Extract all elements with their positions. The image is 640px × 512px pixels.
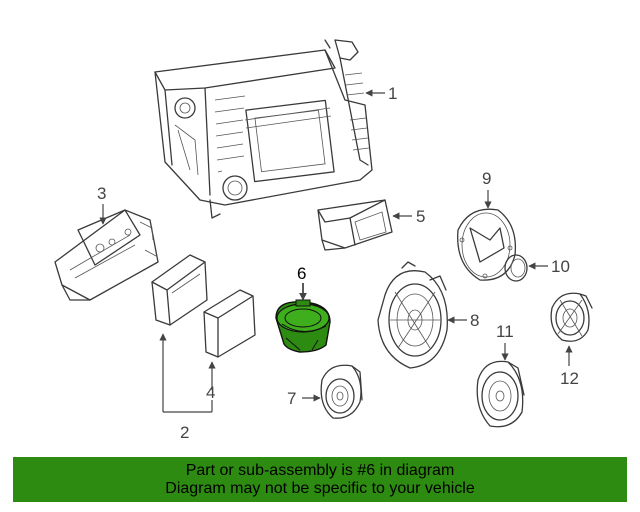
callout-4: 4: [206, 383, 215, 402]
callout-10: 10: [551, 257, 570, 276]
part-2-module[interactable]: [151, 254, 208, 326]
part-6-speaker-highlighted[interactable]: [275, 299, 331, 353]
info-banner: Part or sub-assembly is #6 in diagram Di…: [13, 457, 627, 502]
callout-6: 6: [297, 264, 306, 283]
part-5-tray[interactable]: [317, 199, 393, 251]
callout-12: 12: [560, 369, 579, 388]
callout-7: 7: [287, 389, 296, 408]
banner-line-2: Diagram may not be specific to your vehi…: [165, 480, 475, 497]
part-1-radio-head-unit[interactable]: [154, 39, 373, 219]
callout-1: 1: [388, 84, 397, 103]
part-3-control-module[interactable]: [54, 209, 159, 301]
callout-8: 8: [470, 311, 479, 330]
callout-3: 3: [97, 184, 106, 203]
part-7-speaker[interactable]: [320, 364, 363, 419]
part-10-cap[interactable]: [504, 254, 528, 282]
part-9-cover[interactable]: [457, 208, 517, 281]
part-11-speaker[interactable]: [476, 360, 525, 428]
part-12-tweeter[interactable]: [550, 292, 593, 342]
callout-11: 11: [496, 322, 514, 341]
parts-diagram: 1 3 2 4 5: [54, 39, 593, 442]
part-4-module[interactable]: [203, 289, 256, 358]
banner-line-1: Part or sub-assembly is #6 in diagram: [185, 462, 455, 479]
callout-5: 5: [416, 207, 425, 226]
callout-2: 2: [180, 423, 189, 442]
part-8-speaker[interactable]: [377, 261, 448, 369]
callout-9: 9: [482, 169, 491, 188]
